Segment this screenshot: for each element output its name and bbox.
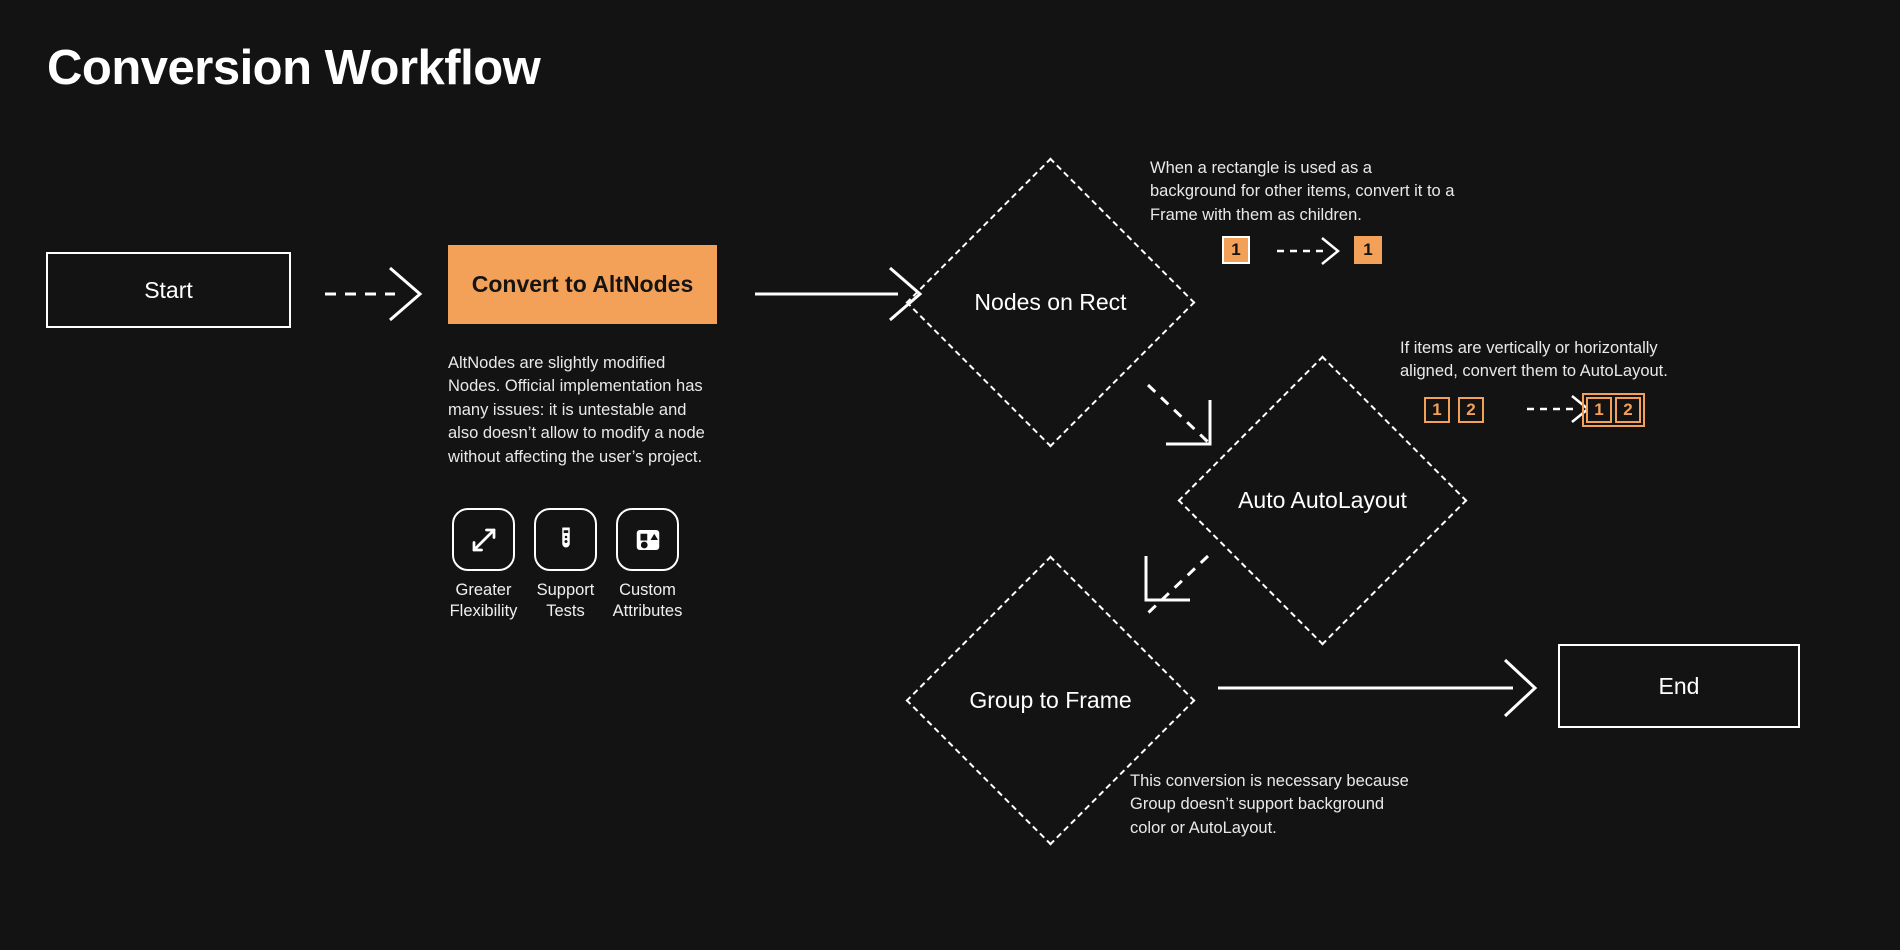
node-end[interactable]: End — [1558, 644, 1800, 728]
mini-chip-before-1: 1 — [1424, 397, 1450, 423]
feature-label: Greater Flexibility — [450, 580, 518, 621]
connector-start-to-convert — [325, 266, 423, 322]
node-start-label: Start — [144, 276, 193, 303]
node-nodes-on-rect[interactable]: Nodes on Rect — [905, 157, 1196, 448]
feature-label-line1: Custom — [619, 581, 676, 599]
connector-nodesonrect-to-autolayout — [1146, 383, 1212, 446]
feature-label-line2: Tests — [546, 601, 585, 620]
feature-card — [616, 508, 679, 571]
node-convert-label: Convert to AltNodes — [471, 271, 694, 297]
node-start[interactable]: Start — [46, 252, 291, 328]
shapes-icon — [636, 529, 659, 550]
connector-grouptoframe-to-end — [1218, 658, 1538, 718]
annotation-auto-autolayout: If items are vertically or horizontally … — [1400, 339, 1668, 381]
mini-illustration-nodes-on-rect: 1 1 — [1222, 236, 1382, 264]
mini-chip-after-1: 1 — [1354, 236, 1382, 264]
page-title: Conversion Workflow — [47, 41, 541, 95]
mini-chip-after-2: 2 — [1615, 397, 1641, 423]
node-auto-autolayout-label: Auto AutoLayout — [1238, 487, 1407, 513]
feature-label-line1: Support — [536, 581, 595, 599]
feature-label-line2: Attributes — [612, 601, 683, 620]
node-group-to-frame-label: Group to Frame — [969, 687, 1132, 713]
feature-card — [452, 508, 515, 571]
mini-illustration-auto-autolayout: 1 2 1 2 — [1424, 393, 1645, 427]
expand-arrows-icon — [472, 528, 495, 551]
feature-label: Support Tests — [537, 580, 595, 621]
mini-chip-before-2: 2 — [1458, 397, 1484, 423]
node-auto-autolayout[interactable]: Auto AutoLayout — [1177, 355, 1468, 646]
connector-convert-to-nodesonrect — [755, 266, 923, 322]
feature-label: Custom Attributes — [613, 580, 683, 621]
annotation-group-to-frame: This conversion is necessary because Gro… — [1130, 772, 1409, 837]
node-convert-to-altnodes[interactable]: Convert to AltNodes — [448, 245, 717, 324]
node-end-label: End — [1658, 672, 1700, 699]
connector-autolayout-to-grouptoframe — [1144, 554, 1210, 615]
feature-list: Greater Flexibility Support Tests — [450, 508, 682, 621]
annotation-altnodes: AltNodes are slightly modified Nodes. Of… — [448, 354, 705, 466]
mini-chip-before-1: 1 — [1222, 236, 1250, 264]
feature-card — [534, 508, 597, 571]
feature-label-line1: Greater — [455, 581, 512, 599]
node-nodes-on-rect-label: Nodes on Rect — [974, 289, 1127, 315]
feature-custom-attributes[interactable]: Custom Attributes — [613, 508, 682, 621]
feature-support-tests[interactable]: Support Tests — [534, 508, 597, 621]
test-tube-icon — [561, 527, 570, 547]
mini-chip-frame: 1 2 — [1582, 393, 1645, 427]
mini-chip-after-1: 1 — [1586, 397, 1612, 423]
node-group-to-frame[interactable]: Group to Frame — [905, 555, 1196, 846]
feature-greater-flexibility[interactable]: Greater Flexibility — [450, 508, 518, 621]
feature-label-line2: Flexibility — [449, 601, 518, 620]
annotation-nodes-on-rect: When a rectangle is used as a background… — [1150, 159, 1455, 224]
